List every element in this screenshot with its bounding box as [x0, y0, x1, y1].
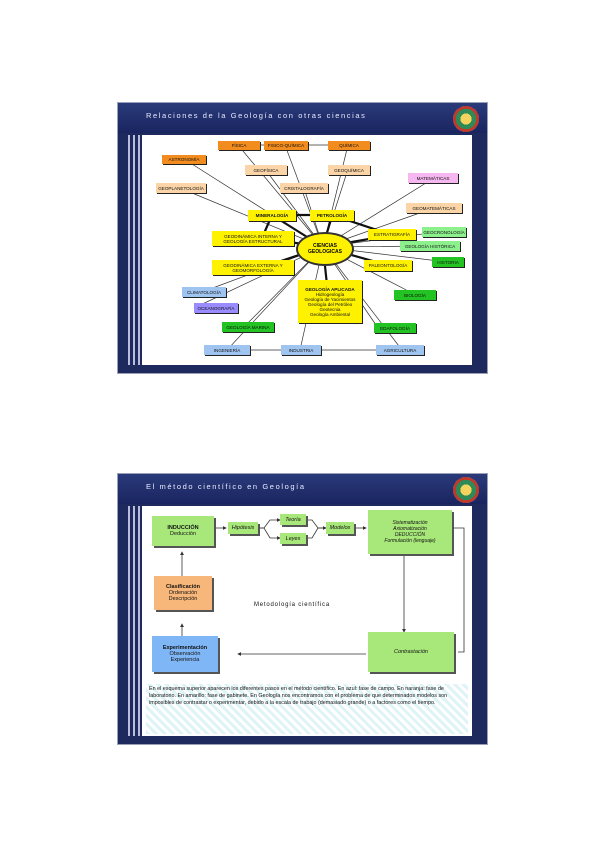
aplicada-line: Geología del Petróleo [307, 301, 353, 307]
node-oceanografia: OCEANOGRAFÍA [194, 303, 238, 313]
experimentacion-line: Experiencia [170, 657, 200, 663]
method-note: En el esquema superior aparecen los dife… [146, 684, 468, 734]
aplicada-line: Geología de Yacimientos [304, 296, 356, 302]
node-geologia-marina: GEOLOGÍA MARINA [222, 322, 274, 332]
slide-title-bar: El método científico en Geología [118, 474, 487, 504]
node-quimica: QUÍMICA [328, 141, 370, 150]
method-arrows [180, 518, 465, 656]
node-geologia-historica: GEOLOGÍA HISTÓRICA [400, 241, 460, 251]
clasificacion-line: Ordenación [168, 590, 198, 596]
logo-icon [453, 477, 479, 503]
slide-title: Relaciones de la Geología con otras cien… [146, 111, 367, 120]
node-petrologia: PETROLOGÍA [310, 210, 354, 221]
node-climatologia: CLIMATOLOGÍA [182, 287, 226, 297]
node-estratigrafia: ESTRATIGRAFÍA [368, 229, 416, 240]
method-diagram: INDUCCIÓN Deducción Hipótesis Teoría Ley… [142, 506, 472, 736]
aplicada-line: Geología Ambiental [309, 311, 351, 317]
box-induccion: INDUCCIÓN Deducción [152, 516, 214, 546]
box-experimentacion: Experimentación Observación Experiencia [152, 636, 218, 672]
sist-line: Formulación (lenguaje) [384, 538, 436, 544]
node-cristalografia: CRISTALOGRAFÍA [280, 183, 328, 193]
node-astronomia: ASTRONOMÍA [162, 155, 206, 164]
relations-diagram: FÍSICA FISICO-QUÍMICA QUÍMICA ASTRONOMÍA… [142, 135, 472, 365]
box-clasificacion: Clasificación Ordenación Descripción [154, 576, 212, 610]
node-geoquimica: GEOQUÍMICA [328, 165, 370, 175]
experimentacion-heading: Experimentación [162, 645, 208, 651]
logo-icon [453, 106, 479, 132]
node-fisicoquimica: FISICO-QUÍMICA [264, 141, 308, 150]
node-geoplanetologia: GEOPLANETOLOGÍA [156, 183, 206, 193]
node-matematicas: MATEMÁTICAS [408, 173, 458, 183]
box-modelos: Modelos [326, 522, 354, 534]
node-geocronologia: GEOCRONOLOGÍA [422, 227, 466, 237]
node-geologia-aplicada: GEOLOGÍA APLICADA Hidrogeología Geología… [298, 280, 362, 323]
node-geodinamica-externa: GEODINÁMICA EXTERNA Y GEOMORFOLOGÍA [212, 260, 294, 275]
sist-line: Sistematización [392, 520, 428, 526]
aplicada-heading: GEOLOGÍA APLICADA [305, 286, 355, 292]
box-sistematizacion: Sistematización Axiomatización DEDUCCIÓN… [368, 510, 452, 554]
clasificacion-line: Descripción [168, 596, 198, 602]
node-mineralogia: MINERALOGÍA [248, 210, 296, 221]
node-ciencias-geologicas: CIENCIAS GEOLOGICAS [296, 232, 354, 266]
slide-metodo: El método científico en Geología [118, 474, 487, 744]
box-contrastacion: Contrastación [368, 632, 454, 672]
node-geofisica: GEOFÍSICA [245, 165, 287, 175]
induccion-heading: INDUCCIÓN [167, 525, 199, 531]
induccion-sub: Deducción [170, 531, 196, 537]
slide-title-bar: Relaciones de la Geología con otras cien… [118, 103, 487, 133]
side-rails [126, 135, 142, 365]
box-teoria: Teoría [280, 514, 306, 525]
metodologia-label: Metodología científica [254, 602, 330, 608]
node-biologia: BIOLOGÍA [394, 290, 436, 300]
slide-title: El método científico en Geología [146, 482, 306, 491]
slide-relaciones: Relaciones de la Geología con otras cien… [118, 103, 487, 373]
node-geodinamica-interna: GEODINÁMICA INTERNA Y GEOLOGÍA ESTRUCTUR… [212, 231, 294, 246]
node-ingenieria: INGENIERÍA [204, 345, 250, 355]
node-geomatematicas: GEOMATEMÁTICAS [406, 203, 462, 213]
aplicada-line: Hidrogeología [315, 291, 345, 297]
side-rails [126, 506, 142, 736]
sist-line: Axiomatización [393, 526, 427, 532]
node-edafologia: EDAFOLOGÍA [374, 323, 416, 333]
node-industria: INDUSTRIA [281, 345, 321, 355]
aplicada-line: Geotecnia [319, 306, 341, 312]
box-hipotesis: Hipótesis [228, 522, 258, 534]
clasificacion-heading: Clasificación [166, 584, 200, 590]
sist-line: DEDUCCIÓN [394, 532, 426, 538]
node-agricultura: AGRICULTURA [376, 345, 424, 355]
node-paleontologia: PALEONTOLOGÍA [364, 260, 412, 271]
experimentacion-line: Observación [169, 651, 201, 657]
node-fisica: FÍSICA [218, 141, 260, 150]
node-historia: HISTORIA [432, 257, 464, 267]
box-leyes: Leyes [280, 533, 306, 544]
